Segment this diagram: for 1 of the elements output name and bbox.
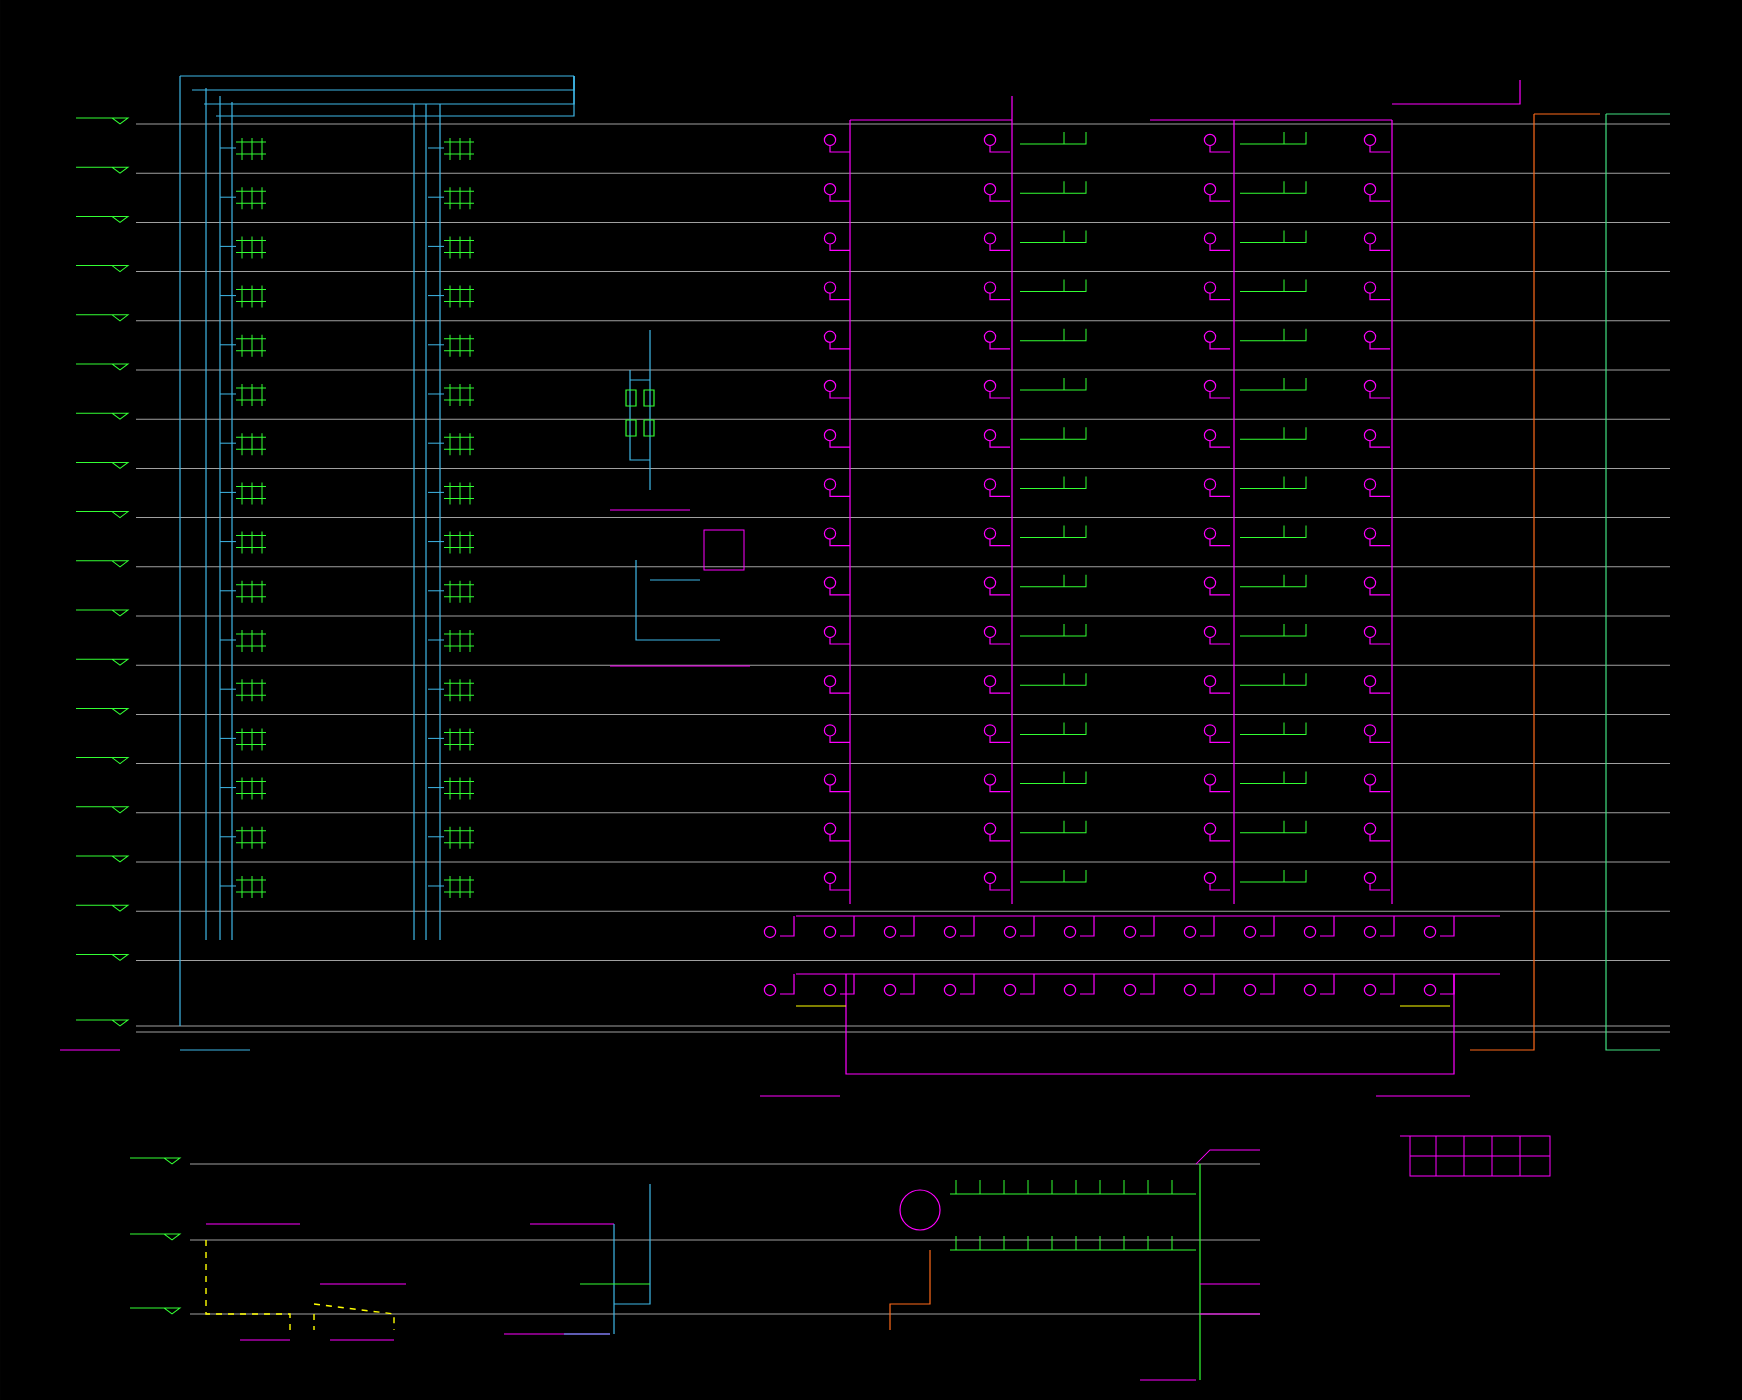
valve-circle bbox=[899, 1189, 941, 1231]
